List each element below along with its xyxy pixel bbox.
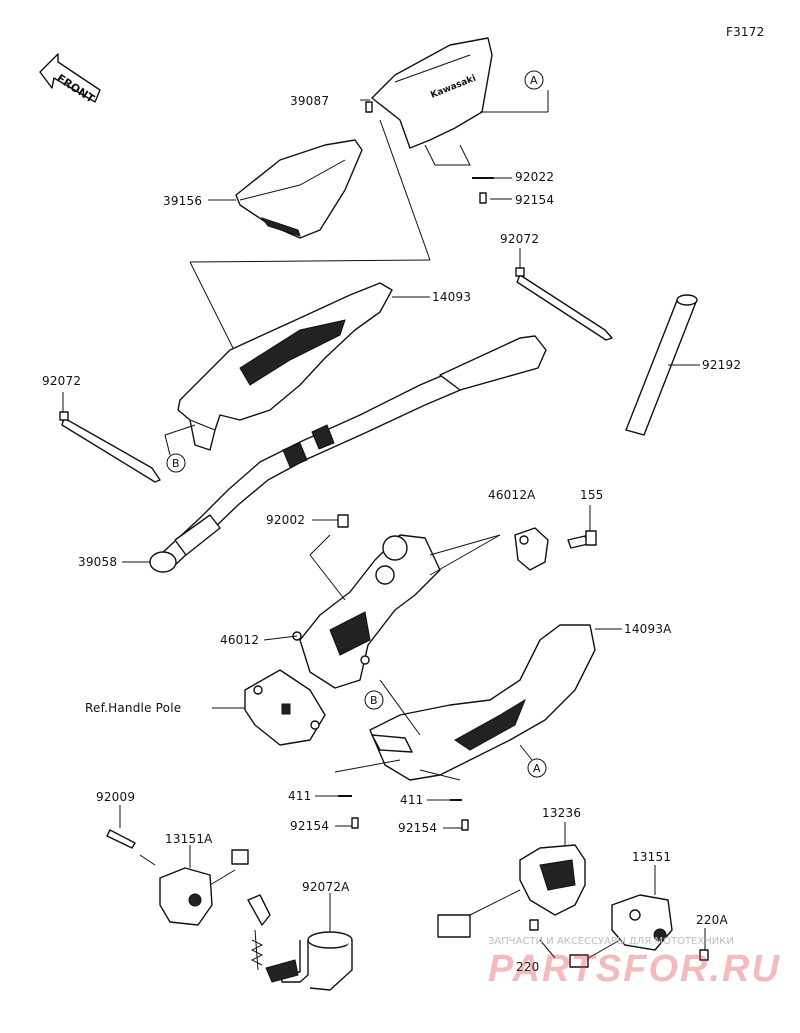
tube-part xyxy=(625,294,698,436)
callout-a-bottom: A xyxy=(527,758,547,778)
upper-cover-part: Kawasaki xyxy=(365,37,493,149)
part-label: 14093 xyxy=(432,290,472,304)
switch-housing-part xyxy=(437,844,586,938)
part-label: 220A xyxy=(696,913,728,927)
part-label: 13151 xyxy=(632,850,672,864)
watermark-logo: PARTSFOR.RU xyxy=(488,948,781,990)
wire-clamp-part xyxy=(247,894,353,991)
part-label: 220 xyxy=(516,960,540,974)
ref-handle-pole-label: Ref.Handle Pole xyxy=(85,701,182,715)
part-label: 411 xyxy=(400,793,424,807)
part-label: 13236 xyxy=(542,806,582,820)
part-label: 39087 xyxy=(290,94,330,108)
watermark-subtitle: ЗАПЧАСТИ И АКСЕССУАРЫ ДЛЯ МОТОТЕХНИКИ xyxy=(488,936,734,947)
lower-cover-part xyxy=(369,624,596,781)
part-label: 92154 xyxy=(398,821,438,835)
part-label: 92072 xyxy=(42,374,82,388)
part-label: 92154 xyxy=(290,819,330,833)
cable-tie-left-part xyxy=(59,411,161,483)
part-label: 92022 xyxy=(515,170,555,184)
part-label: 92072A xyxy=(302,880,350,894)
svg-text:A: A xyxy=(533,762,541,775)
left-switch-part xyxy=(159,849,249,926)
part-label: 46012 xyxy=(220,633,260,647)
callout-b-top: B xyxy=(166,453,186,473)
part-label: 92009 xyxy=(96,790,136,804)
part-label: 39058 xyxy=(78,555,118,569)
part-label: 46012A xyxy=(488,488,536,502)
part-label: 14093A xyxy=(624,622,672,636)
part-label: 155 xyxy=(580,488,604,502)
part-label: 411 xyxy=(288,789,312,803)
cable-tie-part xyxy=(515,267,613,341)
meter-visor-part xyxy=(235,139,363,239)
svg-text:B: B xyxy=(370,694,378,707)
diagram-code: F3172 xyxy=(726,25,765,39)
front-arrow-icon: FRONT xyxy=(39,53,101,106)
callout-a-top: A xyxy=(524,70,544,90)
handle-pole-plate xyxy=(244,669,326,746)
holder-cap-part xyxy=(514,527,549,571)
handle-cover-part xyxy=(177,282,393,451)
svg-text:B: B xyxy=(172,457,180,470)
bolt-part xyxy=(567,530,597,549)
part-label: 39156 xyxy=(163,194,203,208)
part-label: 92192 xyxy=(702,358,742,372)
svg-text:A: A xyxy=(530,74,538,87)
part-label: 92002 xyxy=(266,513,306,527)
part-label: 92072 xyxy=(500,232,540,246)
part-label: 13151A xyxy=(165,832,213,846)
handle-holder-part xyxy=(292,534,441,689)
right-switch-part xyxy=(569,894,673,968)
handlebar-part xyxy=(149,335,547,573)
callout-b-bottom: B xyxy=(364,690,384,710)
part-label: 92154 xyxy=(515,193,555,207)
